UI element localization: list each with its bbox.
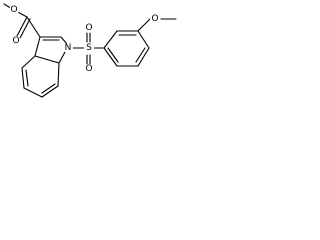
bond-c2-n xyxy=(60,36,68,45)
bond-ar-o xyxy=(137,18,151,32)
bond-c6-c7 xyxy=(41,85,59,98)
atom-indole-n: N xyxy=(63,43,73,53)
bond-c7-c7a xyxy=(57,62,60,87)
atom-ester-o-carbonyl: O xyxy=(11,36,21,46)
atom-label-o: O xyxy=(85,23,92,33)
bond-c4-c5-inner xyxy=(25,69,29,87)
bond-c6-c7-inner xyxy=(41,83,56,94)
atom-label-n: N xyxy=(65,43,72,53)
chemical-structure-diagram: O O N S O O O xyxy=(3,3,177,98)
bond-ar-c6-c1 xyxy=(103,47,118,67)
atom-sulfonyl-o-top: O xyxy=(84,23,94,33)
bond-c3-c3a xyxy=(34,36,41,57)
atom-label-o: O xyxy=(10,5,17,15)
bond-carbonyl-c-c3 xyxy=(26,16,41,38)
bond-ar-c4-c5-inner xyxy=(135,47,146,63)
bond-c5-c6 xyxy=(23,87,43,98)
bond-c3a-c4 xyxy=(21,55,36,69)
bonds xyxy=(3,3,177,98)
bond-ar-c3-c4 xyxy=(137,30,150,49)
atom-labels: O O N S O O O xyxy=(9,5,160,74)
bond-carbonyl-c-o-2 xyxy=(19,18,31,39)
bond-carbonyl-c-o-1 xyxy=(16,16,28,37)
atom-sulfonyl-s: S xyxy=(84,43,94,53)
atom-sulfonyl-o-bottom: O xyxy=(84,64,94,74)
bond-c4-c5 xyxy=(21,67,25,89)
atom-label-o: O xyxy=(85,64,92,74)
bond-ar-c4-c5 xyxy=(137,47,150,67)
bond-ar-c6-c1-inner xyxy=(107,47,119,63)
atom-ether-o: O xyxy=(150,14,160,24)
bond-c3a-c7a xyxy=(34,55,60,64)
atom-label-o: O xyxy=(12,36,19,46)
atom-ester-o-methyl: O xyxy=(9,5,19,15)
atom-label-o: O xyxy=(151,14,158,24)
atom-label-s: S xyxy=(86,43,92,53)
bond-n-c7a xyxy=(58,51,66,64)
bond-ar-c1-c2 xyxy=(103,30,118,49)
